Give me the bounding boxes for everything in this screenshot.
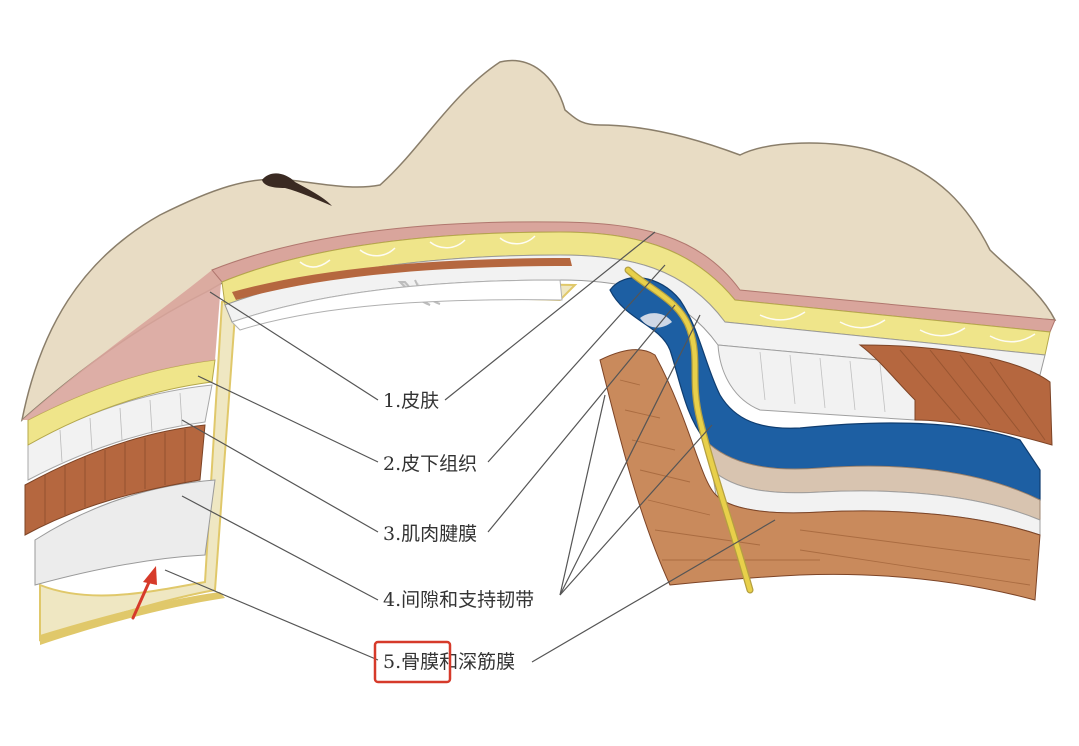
leader-muscle-b (487, 304, 676, 533)
leader-periost-a (164, 569, 379, 661)
highlight-box (373, 640, 452, 684)
leader-space-c (559, 314, 701, 596)
leader-skin-b (444, 231, 656, 401)
label-subcutaneous: 2.皮下组织 (383, 453, 477, 475)
label-musculoaponeurotic: 3.肌肉腱膜 (383, 523, 477, 545)
label-skin: 1.皮肤 (383, 390, 439, 412)
nostril (262, 173, 332, 206)
leader-space-a (181, 495, 379, 601)
leader-muscle-a (181, 419, 379, 533)
leader-space-b (559, 394, 606, 596)
inner-fascia-top (231, 279, 563, 331)
leader-subcut-a (197, 375, 379, 463)
fascia-layer-left (34, 479, 216, 586)
dermis-layer-left (22, 270, 222, 420)
leader-skin-a (209, 291, 379, 401)
red-arrow (131, 566, 157, 620)
label-spaces-ligaments: 4.间隙和支持韧带 (383, 589, 534, 611)
muscle-layer-right (858, 344, 1053, 446)
leader-periost-b (531, 519, 776, 663)
leader-space-d (559, 424, 713, 596)
muscle-layer-left (24, 424, 206, 536)
muscle-band-top (232, 258, 572, 300)
leader-subcut-b (487, 264, 666, 463)
